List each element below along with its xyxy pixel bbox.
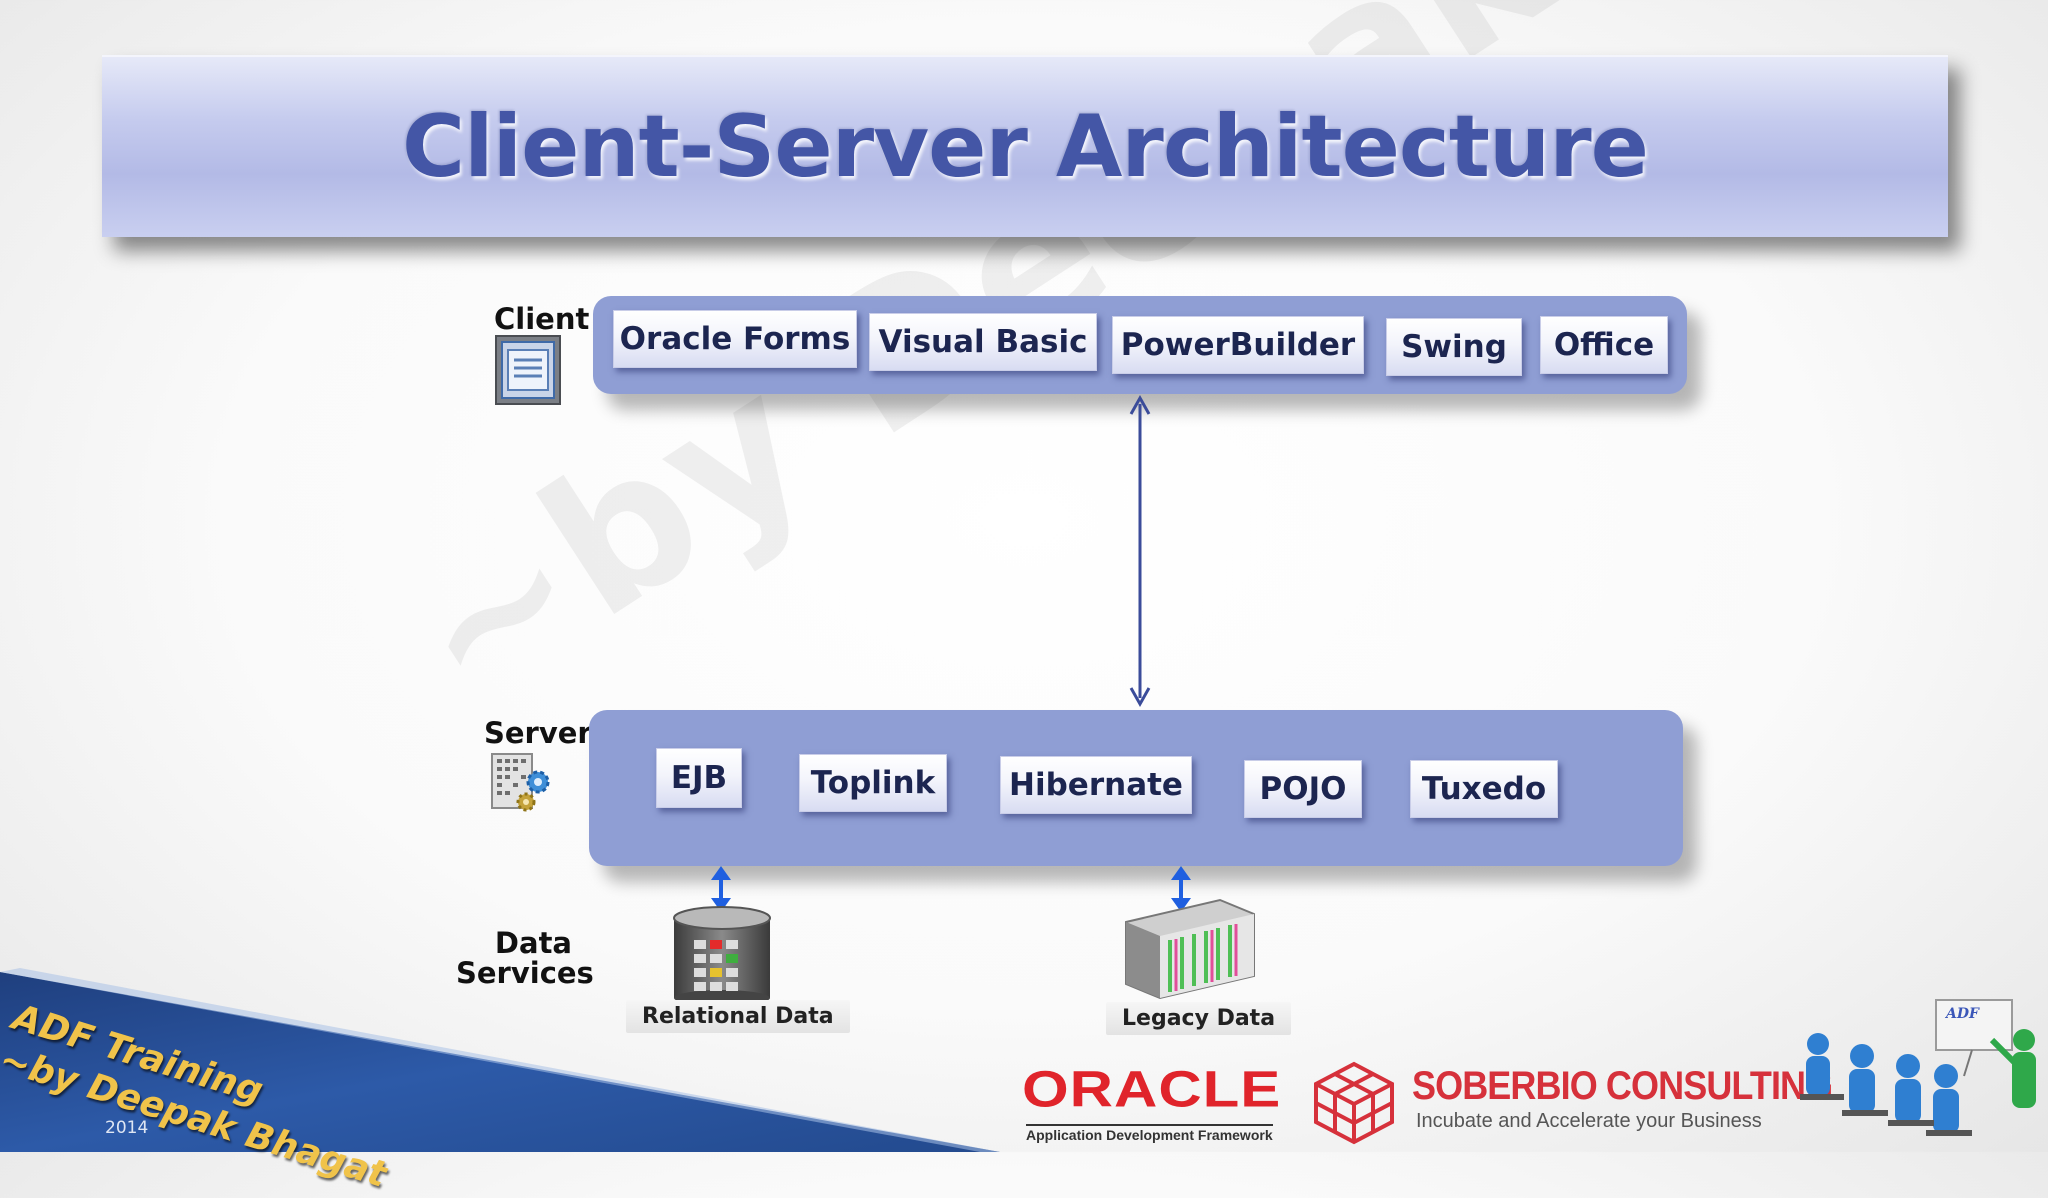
svg-text:ADF: ADF [1944, 1006, 1980, 1022]
server-gear-icon [491, 753, 550, 812]
data-services-label-line1: Data [494, 926, 572, 960]
relational-data-caption: Relational Data [626, 1000, 850, 1033]
client-window-icon [495, 335, 561, 405]
server-item-hibernate: Hibernate [1000, 756, 1192, 814]
client-tier-label: Client [494, 302, 590, 336]
page-title: Client-Server Architecture [402, 97, 1649, 197]
data-services-label: Data Services [456, 926, 594, 990]
soberbio-name: SOBERBIO CONSULTING [1412, 1064, 1833, 1108]
server-item-toplink: Toplink [799, 754, 947, 812]
client-item-visual-basic: Visual Basic [869, 313, 1097, 371]
classroom-people-icon: ADF [1800, 999, 2036, 1136]
ribbon-year: 2014 [105, 1118, 149, 1138]
client-item-swing: Swing [1386, 318, 1522, 376]
soberbio-tagline: Incubate and Accelerate your Business [1416, 1110, 1762, 1132]
legacy-data-caption: Legacy Data [1106, 1002, 1292, 1035]
server-item-ejb: EJB [656, 748, 742, 808]
server-item-pojo: POJO [1244, 760, 1362, 818]
oracle-logo: ORACLE [1022, 1060, 1282, 1118]
title-banner: Client-Server Architecture [102, 55, 1948, 237]
client-item-powerbuilder: PowerBuilder [1112, 316, 1364, 374]
client-server-arrow [1129, 394, 1151, 708]
legacy-data-arrow [1171, 866, 1191, 912]
client-item-oracle-forms: Oracle Forms [613, 310, 857, 368]
server-tier-label: Server [484, 716, 592, 750]
data-services-label-line2: Services [456, 956, 594, 990]
database-cylinder-icon [673, 906, 771, 1006]
footer-ribbon [0, 968, 1000, 1152]
server-item-tuxedo: Tuxedo [1410, 760, 1558, 818]
client-item-office: Office [1540, 316, 1668, 374]
relational-data-arrow [711, 866, 731, 912]
soberbio-cube-icon [1314, 1061, 1394, 1145]
oracle-subtitle: Application Development Framework [1026, 1124, 1273, 1143]
legacy-server-rack-icon [1125, 898, 1255, 1000]
